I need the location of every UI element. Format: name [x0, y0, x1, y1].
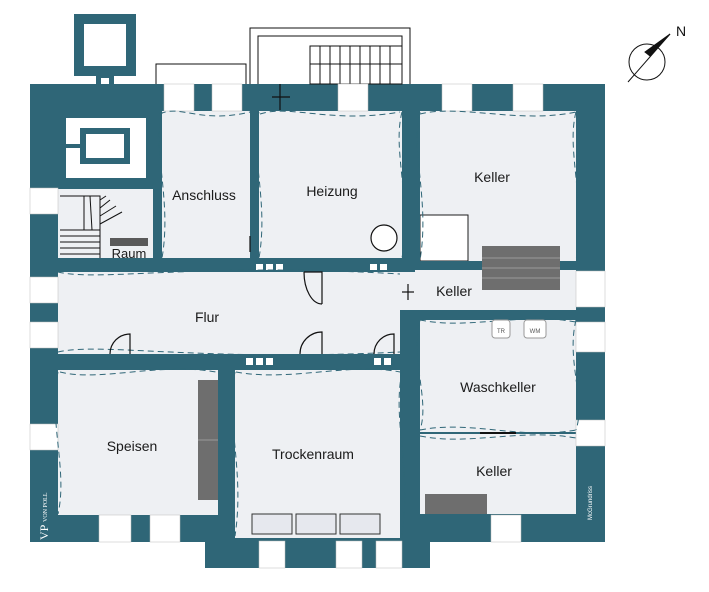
- room-label-anschluss: Anschluss: [172, 187, 236, 203]
- windows: [29, 83, 606, 569]
- credit-label: McGrundriss: [588, 486, 594, 520]
- boiler-icon: [370, 224, 398, 252]
- staircase-left: [60, 195, 123, 258]
- washing-machine-label: WM: [530, 329, 541, 335]
- bike-racks: [251, 513, 381, 535]
- room-label-trockenraum: Trockenraum: [272, 446, 354, 462]
- room-label-speisen: Speisen: [107, 438, 158, 454]
- room-label-keller-mid: Keller: [436, 283, 472, 299]
- room-label-keller-top: Keller: [474, 169, 510, 185]
- dashed-lines: [54, 110, 580, 537]
- compass-label: N: [676, 23, 686, 39]
- interior-walls: [58, 111, 605, 540]
- room-label-heizung: Heizung: [306, 183, 357, 199]
- logo: VP VON POLL: [37, 492, 51, 540]
- vent-grilles: [246, 264, 391, 365]
- tumble-dryer-icon: [491, 319, 511, 339]
- appliances: [491, 319, 547, 339]
- raum-counter: [110, 238, 148, 246]
- doors: [109, 84, 516, 434]
- washing-machine-icon: [523, 319, 547, 339]
- exterior-stairs: [155, 27, 411, 85]
- shelves: [198, 246, 560, 514]
- logo-name: VON POLL: [43, 492, 49, 522]
- compass-icon: [627, 33, 671, 83]
- logo-mark: VP: [37, 524, 51, 540]
- room-label-keller-bottom: Keller: [476, 463, 512, 479]
- room-label-flur: Flur: [195, 309, 219, 325]
- shaft-detail: [56, 111, 153, 189]
- tumble-dryer-label: TR: [497, 329, 506, 335]
- room-label-waschkeller: Waschkeller: [460, 379, 536, 395]
- room-label-raum: Raum: [112, 246, 147, 261]
